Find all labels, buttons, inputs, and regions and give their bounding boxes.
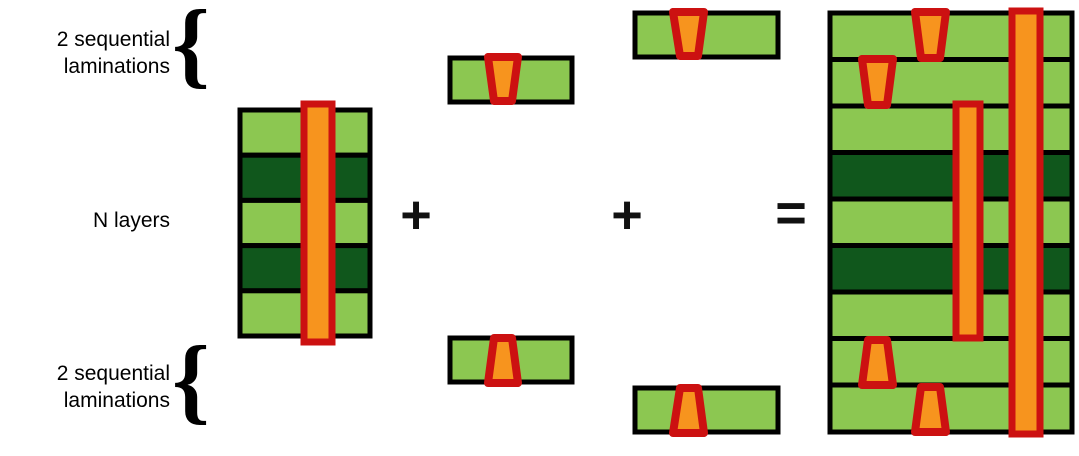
lamination-bottom-2-blind-via [669, 384, 708, 437]
brace-bottom-icon: { [172, 326, 210, 433]
result-stack-group [827, 7, 1075, 438]
result-blind-via-bottom-outer [911, 383, 950, 436]
lamination-top-1-blind-via [484, 53, 522, 105]
plus-operator-1: + [400, 185, 432, 245]
lamination-top-2-blind-via [669, 8, 708, 60]
core-through-via [300, 100, 336, 346]
lamination-bottom-2-group [632, 384, 781, 437]
brace-top-icon: { [172, 0, 210, 97]
lamination-bottom-1-blind-via [484, 334, 522, 387]
lamination-top-1-group [447, 53, 575, 105]
result-blind-via-bottom-inner [858, 336, 897, 389]
plus-operator-2: + [611, 185, 643, 245]
equals-operator: = [775, 183, 807, 243]
lamination-top-2-group [632, 8, 781, 60]
lamination-bottom-2-layer [632, 385, 781, 435]
result-buried-via [952, 100, 984, 342]
label-top-sequential-laminations: 2 sequential laminations [56, 28, 170, 78]
label-n-layers: N layers [92, 209, 170, 232]
core-stack-group [237, 100, 373, 346]
result-blind-via-top-outer [911, 8, 950, 62]
result-blind-via-top-inner [858, 55, 897, 109]
lamination-bottom-1-group [447, 334, 575, 387]
label-bottom-sequential-laminations: 2 sequential laminations [56, 362, 170, 412]
result-through-via [1008, 7, 1044, 438]
